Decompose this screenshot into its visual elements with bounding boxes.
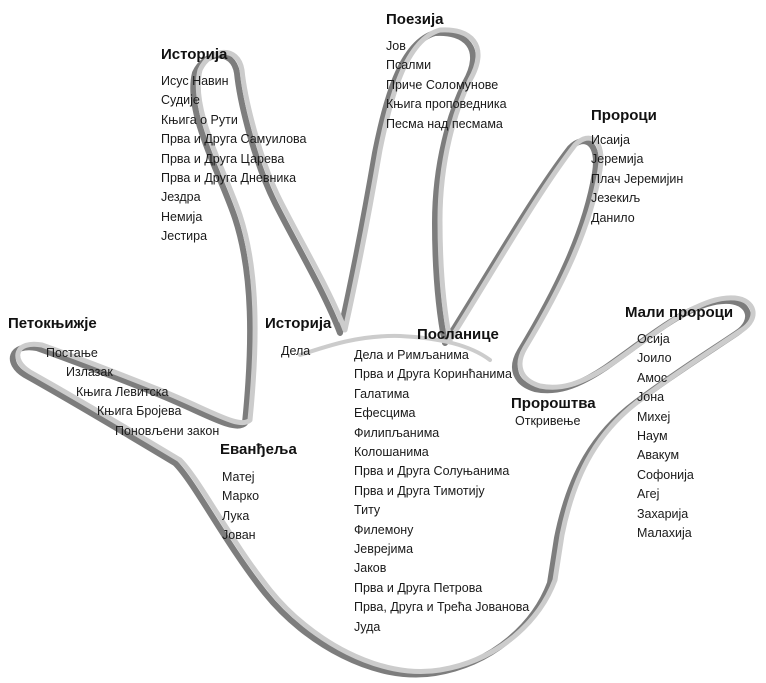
book-list: Дела (281, 342, 310, 361)
book-item: Наум (637, 429, 668, 444)
group-prophets: Пророци Исаија Јеремија Плач Јеремијин Ј… (591, 107, 683, 228)
book-item: Јован (222, 528, 256, 543)
group-pentateuch: Петокњижје (8, 315, 97, 333)
hand-outline-front (15, 27, 756, 674)
book-item: Јестира (161, 229, 208, 244)
book-item: Осија (637, 332, 670, 346)
book-item: Јездра (161, 190, 201, 205)
book-item: Јов (386, 39, 406, 53)
book-item: Прва и Друга Петрова (354, 580, 483, 595)
book-item: Исус Навин (161, 74, 229, 88)
book-item: Јона (637, 390, 665, 405)
book-item: Књига Бројева (97, 404, 182, 419)
book-item: Исаија (591, 133, 630, 147)
book-item: Постање (46, 346, 98, 360)
group-title: Поезија (386, 11, 444, 28)
book-item: Плач Јеремијин (591, 171, 684, 186)
book-list: Исаија Јеремија Плач Јеремијин Језекиљ Д… (591, 131, 683, 228)
group-minor-prophets: Мали пророци Осија Јоило Амос Јона Михеј… (625, 304, 733, 543)
book-item: Приче Соломунове (386, 77, 499, 92)
group-title: Петокњижје (8, 315, 97, 332)
book-item: Захарија (637, 506, 689, 521)
book-list: Матеј Марко Лука Јован (222, 468, 297, 546)
group-title: Пророштва (511, 395, 596, 412)
book-item: Матеј (222, 470, 255, 484)
book-item: Језекиљ (591, 191, 641, 206)
group-title: Мали пророци (625, 304, 734, 321)
book-item: Прва, Друга и Трећа Јованова (354, 600, 530, 615)
book-item: Псалми (386, 58, 432, 73)
group-title: Историја (265, 315, 332, 332)
book-item: Данило (591, 210, 635, 225)
book-item: Колошанима (354, 445, 429, 460)
book-item: Јуда (354, 619, 381, 634)
group-epistles: Посланице (417, 326, 499, 344)
book-item: Лука (222, 508, 250, 523)
group-title: Еванђеља (220, 441, 297, 458)
book-item: Марко (222, 489, 260, 504)
book-list: Откривење (515, 412, 596, 431)
book-item: Авакум (637, 448, 680, 463)
book-item: Излазак (66, 365, 113, 380)
book-item: Јеврејима (354, 542, 414, 557)
book-item: Прва и Друга Самуилова (161, 132, 307, 147)
book-item: Михеј (637, 409, 671, 424)
book-item: Књига проповедника (386, 97, 507, 112)
book-item: Прва и Друга Солуњанима (354, 464, 510, 479)
group-title: Историја (161, 46, 228, 63)
group-poetry: Поезија Јов Псалми Приче Соломунове Књиг… (386, 11, 507, 134)
book-item: Немија (161, 209, 203, 224)
pentateuch-book-list: Постање Излазак Књига Левитска Књига Бро… (0, 344, 219, 441)
book-item: Филипљанима (354, 425, 440, 440)
book-item: Поновљени закон (115, 423, 220, 438)
book-item: Дела и Римљанима (354, 348, 469, 362)
group-history-nt: Историја (265, 315, 331, 333)
book-item: Софонија (637, 467, 694, 482)
book-item: Малахија (637, 526, 692, 541)
book-item: Књига Левитска (76, 384, 169, 399)
book-item: Прва и Друга Царева (161, 151, 285, 166)
book-item: Књига о Рути (161, 112, 238, 127)
book-item: Агеј (637, 487, 660, 502)
book-item: Амос (637, 370, 668, 385)
group-gospels: Еванђеља Матеј Марко Лука Јован (220, 441, 297, 546)
book-item: Ефесцима (354, 406, 416, 421)
book-item: Прва и Друга Коринћанима (354, 367, 512, 382)
epistles-book-list: Дела и Римљанима Прва и Друга Коринћаним… (354, 346, 529, 637)
book-item: Јеремија (591, 152, 644, 167)
book-item: Филемону (354, 522, 414, 537)
book-item: Судије (161, 93, 200, 108)
book-item: Дела (281, 344, 311, 358)
book-item: Јоило (637, 351, 672, 366)
book-list: Јов Псалми Приче Соломунове Књига пропов… (386, 37, 507, 134)
book-item: Галатима (354, 386, 410, 401)
book-list: Исус Навин Судије Књига о Рути Прва и Др… (161, 72, 306, 247)
group-prophecy: Пророштва Откривење (511, 395, 596, 431)
group-title: Посланице (417, 326, 499, 343)
group-title: Пророци (591, 107, 657, 124)
palm-crease (298, 333, 492, 362)
book-item: Јаков (354, 561, 387, 576)
book-item: Титу (354, 503, 381, 518)
book-item: Прва и Друга Тимотију (354, 483, 485, 498)
book-item: Откривење (515, 414, 581, 428)
book-item: Прва и Друга Дневника (161, 171, 297, 186)
group-history-ot: Историја Исус Навин Судије Књига о Рути … (161, 46, 306, 247)
book-item: Песма над песмама (386, 116, 503, 131)
book-list: Осија Јоило Амос Јона Михеј Наум Авакум … (637, 330, 733, 543)
